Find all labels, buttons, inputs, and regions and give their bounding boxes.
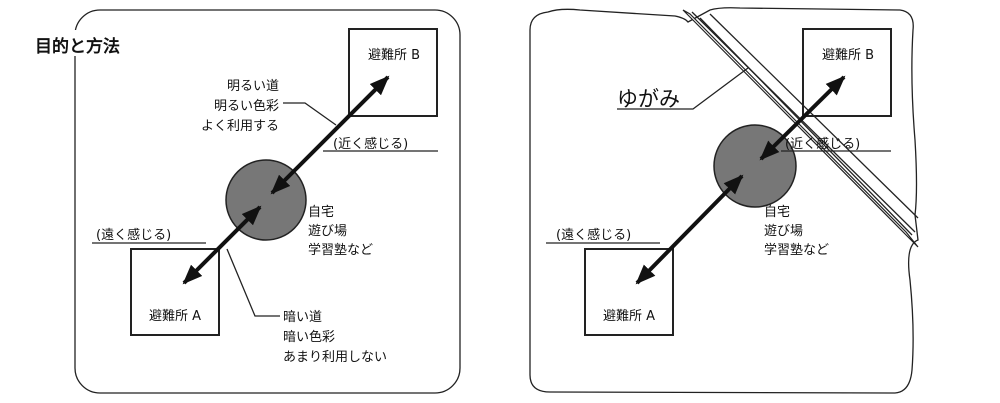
arrow-to-shelter-b — [759, 75, 846, 161]
arrow-to-shelter-a — [182, 205, 262, 285]
arrow-to-shelter-a — [635, 174, 744, 285]
home-line-1: 自宅 — [308, 205, 334, 220]
home-line-2: 遊び場 — [308, 224, 347, 239]
shelter-a-label: 避難所 A — [149, 309, 201, 324]
bright-line-3: よく利用する — [201, 119, 279, 134]
bright-line-2: 明るい色彩 — [214, 98, 279, 114]
near-label: (近く感じる) — [785, 136, 860, 152]
panel-title: 目的と方法 — [35, 36, 120, 57]
bright-leader-line — [283, 102, 337, 126]
distortion-leader-line — [617, 67, 749, 110]
left-panel: 目的と方法 避難所 B 避難所 A 明るい道 明るい色彩 よく利用する (近く感… — [30, 9, 461, 394]
far-label: (遠く感じる) — [556, 227, 631, 243]
left-frame — [74, 9, 461, 394]
distortion-label: ゆがみ — [617, 87, 680, 111]
shelter-b-label: 避難所 B — [368, 48, 420, 63]
shelter-a-label: 避難所 A — [603, 309, 655, 324]
shelter-b-box — [802, 28, 892, 117]
bright-line-1: 明るい道 — [227, 79, 279, 94]
home-line-1: 自宅 — [764, 205, 790, 220]
right-frame-distorted — [529, 7, 919, 394]
far-label: (遠く感じる) — [96, 227, 171, 243]
dark-line-3: あまり利用しない — [283, 350, 387, 365]
dark-line-2: 暗い色彩 — [283, 329, 335, 345]
shelter-b-label: 避難所 B — [822, 48, 874, 63]
title-backdrop — [30, 30, 140, 56]
home-line-3: 学習塾など — [308, 242, 373, 258]
right-panel: 避難所 B 避難所 A ゆがみ (近く感じる) (遠く感じる) 自宅 遊び場 学… — [529, 7, 919, 394]
dark-leader-line — [226, 248, 280, 317]
near-label: (近く感じる) — [333, 136, 408, 152]
arrow-to-shelter-b — [270, 75, 390, 195]
home-line-2: 遊び場 — [764, 224, 803, 239]
home-line-3: 学習塾など — [764, 242, 829, 258]
dark-line-1: 暗い道 — [283, 310, 322, 325]
